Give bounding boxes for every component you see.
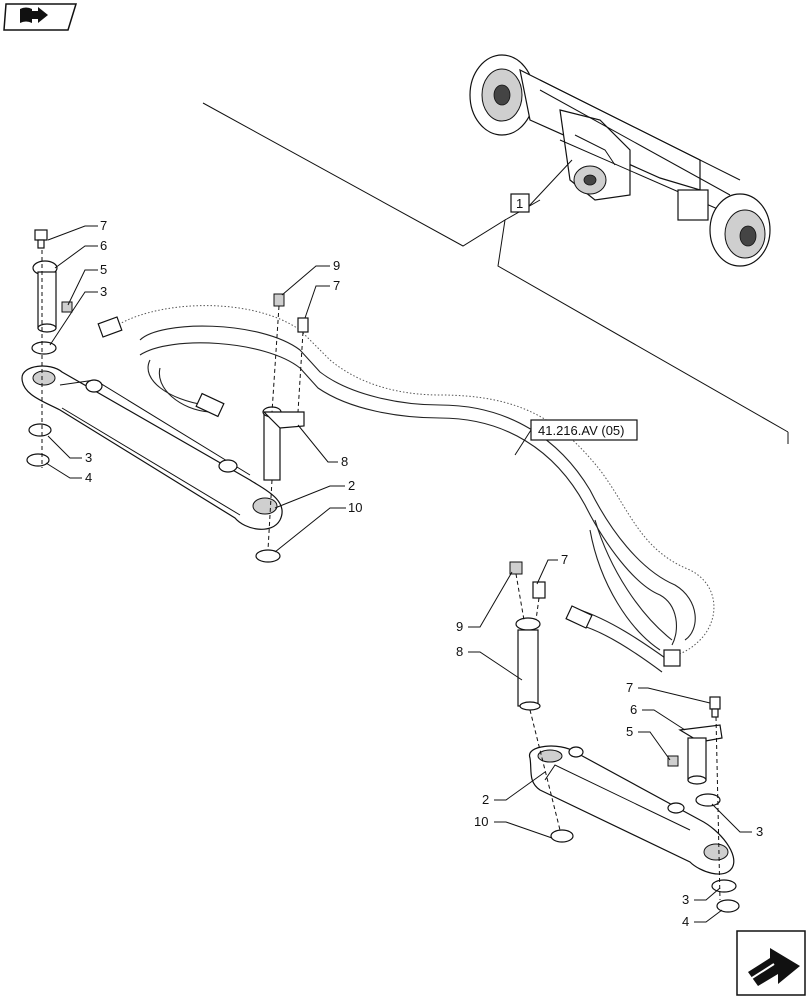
callout-label: 7 <box>100 218 107 233</box>
ring-4-right <box>716 899 740 913</box>
callout-label: 3 <box>100 284 107 299</box>
callout-label: 4 <box>85 470 92 485</box>
reference-box-label: 1 <box>516 196 523 211</box>
ring-10-left <box>255 549 281 563</box>
callout-label: 3 <box>756 824 763 839</box>
washer-3-right-bottom <box>711 879 737 893</box>
cylinder-right <box>529 745 735 875</box>
washer-3-left-top <box>31 341 57 355</box>
ring-4-left <box>26 453 50 467</box>
callout-label: 7 <box>561 552 568 567</box>
reference-box-1[interactable]: 1 <box>510 193 530 213</box>
section-reference[interactable]: 41.216.AV (05) <box>530 419 638 441</box>
section-reference-label: 41.216.AV (05) <box>538 423 624 438</box>
callout-label: 9 <box>456 619 463 634</box>
callout-label: 6 <box>100 238 107 253</box>
callout-label: 4 <box>682 914 689 929</box>
hydraulic-hoses <box>97 305 715 673</box>
grease-fitting-5-right <box>667 755 679 767</box>
bolt-7-right <box>709 696 721 718</box>
callout-label: 10 <box>474 814 488 829</box>
callout-label: 2 <box>348 478 355 493</box>
callouts-right: 7 9 8 7 6 5 2 10 3 3 4 <box>456 552 763 929</box>
cylinder-left <box>21 365 283 530</box>
washer-3-right-top <box>695 793 721 807</box>
callout-label: 8 <box>456 644 463 659</box>
fitting-9-left <box>273 293 285 307</box>
bolt-7-left <box>34 229 48 249</box>
callout-label: 6 <box>630 702 637 717</box>
grease-fitting-5-left <box>61 301 73 313</box>
ring-10-right <box>550 829 574 843</box>
callout-label: 5 <box>100 262 107 277</box>
callouts-left: 7 6 5 3 3 4 9 7 8 2 10 <box>85 218 362 515</box>
axle-assembly <box>469 54 771 267</box>
book-arrow-icon[interactable] <box>3 3 78 31</box>
pin-8-right <box>515 617 541 711</box>
callout-label: 3 <box>85 450 92 465</box>
callout-label: 2 <box>482 792 489 807</box>
callout-leaders <box>45 225 752 923</box>
washer-3-left-bottom <box>28 423 52 437</box>
reference-lines <box>202 102 789 444</box>
pin-6-right <box>678 724 723 785</box>
right-cylinder-group <box>509 561 740 913</box>
callout-label: 8 <box>341 454 348 469</box>
callout-label: 7 <box>626 680 633 695</box>
bolt-7-left-center <box>297 317 309 333</box>
left-cylinder-group <box>21 229 309 563</box>
bolt-7-right-center <box>532 581 546 599</box>
callout-label: 9 <box>333 258 340 273</box>
callout-label: 3 <box>682 892 689 907</box>
pin-6-left <box>32 260 58 333</box>
callout-label: 5 <box>626 724 633 739</box>
callout-label: 10 <box>348 500 362 515</box>
callout-label: 7 <box>333 278 340 293</box>
pin-8-left <box>262 406 305 481</box>
next-page-arrow-icon[interactable] <box>736 930 806 996</box>
